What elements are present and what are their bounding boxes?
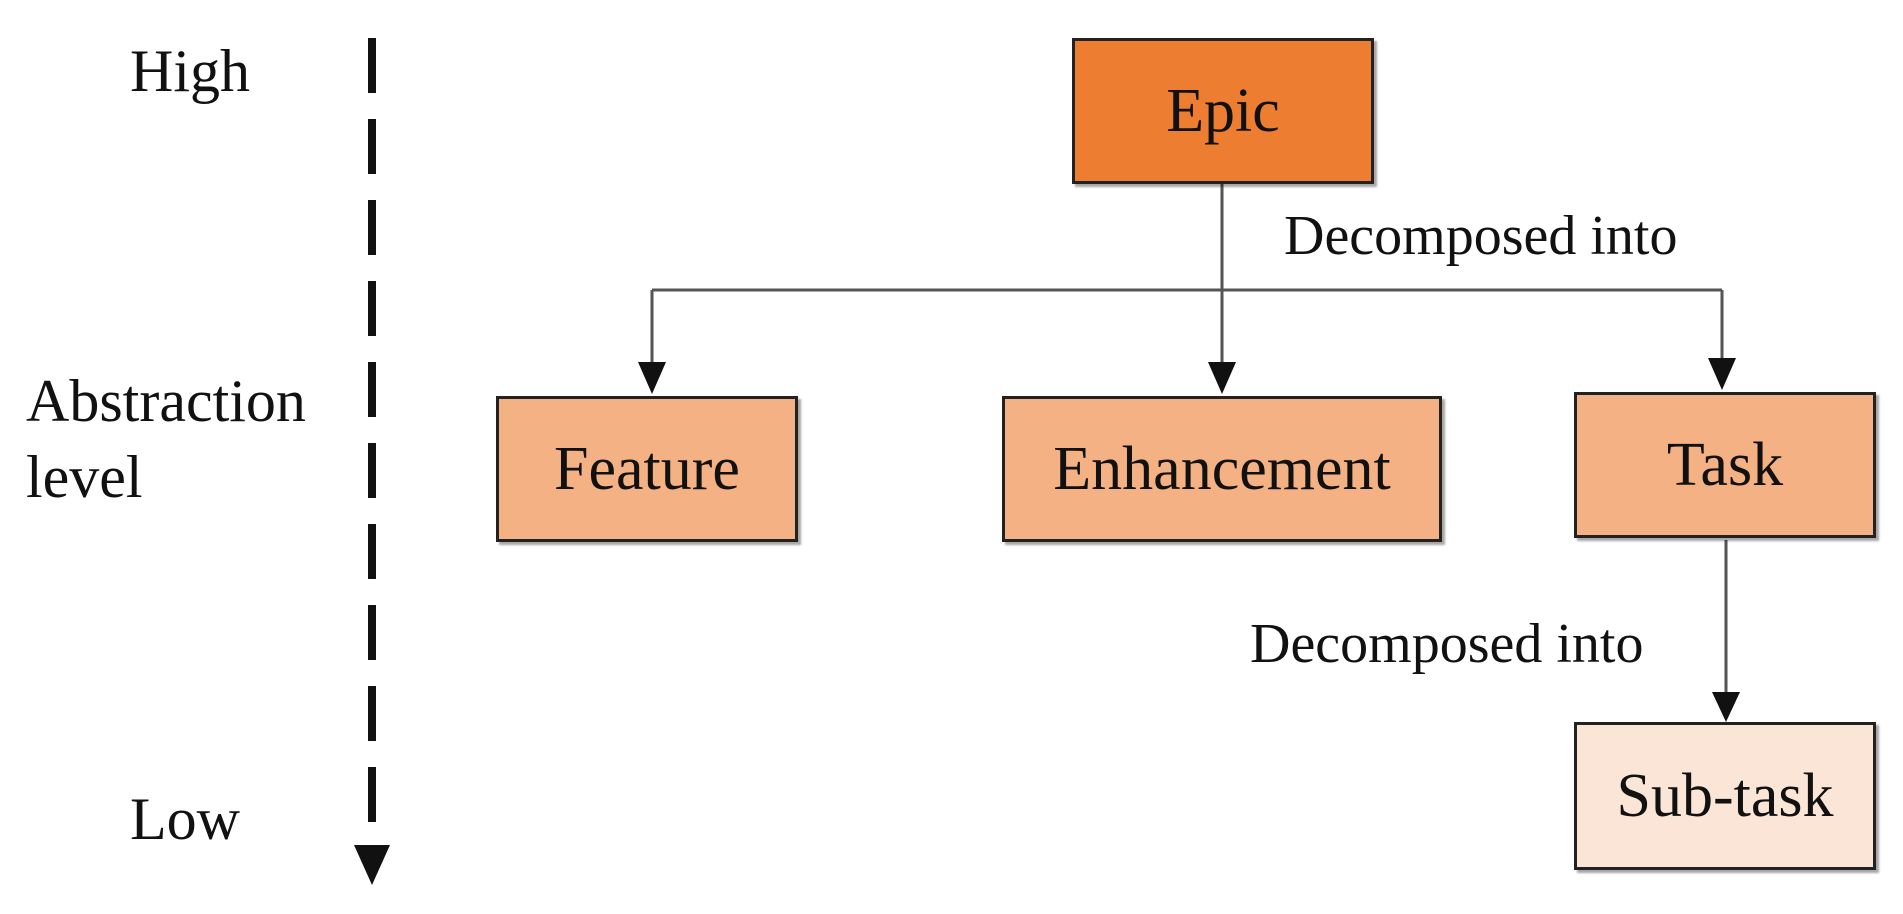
task-decomposition-label: Decomposed into xyxy=(1250,613,1644,675)
node-subtask: Sub-task xyxy=(1574,722,1876,870)
axis-high-label: High xyxy=(130,38,250,104)
abstraction-axis-arrowhead xyxy=(354,845,390,885)
epic-decomposition-label: Decomposed into xyxy=(1284,205,1678,267)
axis-middle-label-line2: level xyxy=(26,444,143,510)
task-arrowhead xyxy=(1708,358,1736,390)
node-task: Task xyxy=(1574,392,1876,538)
axis-middle-label-line1: Abstraction xyxy=(26,368,306,434)
enhancement-arrowhead xyxy=(1208,362,1236,394)
subtask-arrowhead xyxy=(1712,692,1740,722)
node-feature: Feature xyxy=(496,396,798,542)
feature-arrowhead xyxy=(638,362,666,394)
node-enhancement: Enhancement xyxy=(1002,396,1442,542)
axis-low-label: Low xyxy=(130,786,240,852)
node-epic: Epic xyxy=(1072,38,1374,184)
